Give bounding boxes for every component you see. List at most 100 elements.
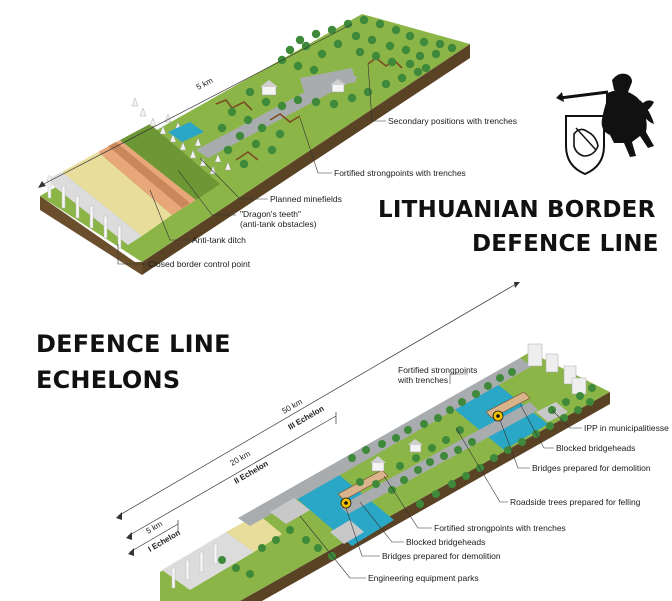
echelon-3-distance: 50 km bbox=[281, 397, 305, 416]
label-fortified-bottom: Fortified strongpoints with trenches bbox=[434, 523, 566, 533]
tree bbox=[277, 101, 287, 111]
top-leader-lines bbox=[117, 63, 386, 265]
tree bbox=[456, 426, 464, 434]
tree bbox=[359, 15, 369, 25]
tree bbox=[309, 65, 319, 75]
label-blocked-bridgeheads-left: Blocked bridgeheads bbox=[406, 537, 486, 547]
bottom-border-fence bbox=[171, 543, 218, 589]
tree bbox=[275, 129, 285, 139]
tree bbox=[246, 570, 254, 578]
tree bbox=[363, 87, 373, 97]
tree bbox=[458, 398, 466, 406]
echelon-2-distance: 20 km bbox=[229, 449, 253, 468]
top-block-right-side bbox=[142, 44, 470, 275]
tree bbox=[462, 472, 470, 480]
tree bbox=[311, 29, 321, 39]
tree bbox=[435, 39, 445, 49]
bottom-leader-lines bbox=[299, 373, 582, 579]
tree bbox=[426, 458, 434, 466]
label-bridges-demolition-left: Bridges prepared for demolition bbox=[382, 551, 501, 561]
tree bbox=[388, 486, 396, 494]
tree bbox=[413, 67, 423, 77]
tree bbox=[518, 438, 526, 446]
tree bbox=[285, 45, 295, 55]
top-houses bbox=[260, 79, 346, 96]
engineering-park-1 bbox=[270, 498, 310, 524]
tree bbox=[243, 115, 253, 125]
pond bbox=[168, 122, 204, 142]
tree bbox=[257, 123, 267, 133]
tree bbox=[532, 430, 540, 438]
tree bbox=[405, 59, 415, 69]
tree bbox=[371, 51, 381, 61]
engineering-park-2 bbox=[330, 520, 364, 544]
tree bbox=[448, 480, 456, 488]
tree bbox=[302, 536, 310, 544]
tree bbox=[415, 51, 425, 61]
label-planned-minefields: Planned minefields bbox=[270, 194, 342, 204]
border-fence bbox=[47, 175, 122, 249]
tree bbox=[295, 35, 305, 45]
label-engineering-parks: Engineering equipment parks bbox=[368, 573, 479, 583]
vytis-coat-of-arms bbox=[556, 73, 654, 176]
tree bbox=[239, 159, 249, 169]
tree bbox=[420, 420, 428, 428]
tree bbox=[217, 123, 227, 133]
tree bbox=[504, 446, 512, 454]
tree bbox=[385, 41, 395, 51]
tree bbox=[362, 446, 370, 454]
top-block-front-side bbox=[40, 196, 142, 275]
tree bbox=[232, 564, 240, 572]
horse-silhouette bbox=[601, 90, 654, 157]
tree bbox=[261, 97, 271, 107]
tree bbox=[391, 25, 401, 35]
tree bbox=[372, 480, 380, 488]
tree bbox=[414, 466, 422, 474]
main-title-line1: LITHUANIAN BORDER bbox=[378, 197, 656, 223]
tree bbox=[588, 384, 596, 392]
tree bbox=[397, 73, 407, 83]
tree bbox=[301, 41, 311, 51]
tree bbox=[442, 436, 450, 444]
tree bbox=[400, 476, 408, 484]
label-blocked-bridgeheads-right: Blocked bridgeheads bbox=[556, 443, 636, 453]
echelon-1-distance: 5 km bbox=[145, 519, 165, 536]
tree bbox=[375, 19, 385, 29]
tree bbox=[576, 392, 584, 400]
tree bbox=[508, 368, 516, 376]
tree bbox=[434, 414, 442, 422]
label-dragons-teeth-desc: (anti-tank obstacles) bbox=[240, 219, 317, 229]
municipal-buildings bbox=[370, 343, 587, 472]
tree bbox=[586, 398, 594, 406]
tree bbox=[272, 536, 280, 544]
tree bbox=[560, 414, 568, 422]
tree bbox=[401, 45, 411, 55]
label-ipp: IPP in municipalitiesse bbox=[584, 423, 669, 433]
label-fortified-strongpoints: Fortified strongpoints with trenches bbox=[334, 168, 466, 178]
tree bbox=[258, 544, 266, 552]
tree bbox=[329, 99, 339, 109]
top-terrain-block bbox=[38, 14, 470, 275]
tree bbox=[454, 446, 462, 454]
label-fortified-top-2: with trenches bbox=[398, 375, 449, 385]
tree bbox=[446, 406, 454, 414]
tree bbox=[412, 454, 420, 462]
tree bbox=[440, 452, 448, 460]
tree bbox=[392, 434, 400, 442]
tree bbox=[378, 440, 386, 448]
tree bbox=[223, 145, 233, 155]
tree bbox=[355, 47, 365, 57]
label-roadside-trees: Roadside trees prepared for felling bbox=[510, 497, 641, 507]
tree bbox=[293, 61, 303, 71]
tree bbox=[348, 454, 356, 462]
tree bbox=[245, 87, 255, 97]
tree bbox=[574, 406, 582, 414]
tree bbox=[472, 390, 480, 398]
tree bbox=[293, 95, 303, 105]
sword bbox=[559, 90, 609, 100]
tree bbox=[227, 107, 237, 117]
tree bbox=[419, 37, 429, 47]
tree bbox=[286, 526, 294, 534]
tree bbox=[327, 25, 337, 35]
